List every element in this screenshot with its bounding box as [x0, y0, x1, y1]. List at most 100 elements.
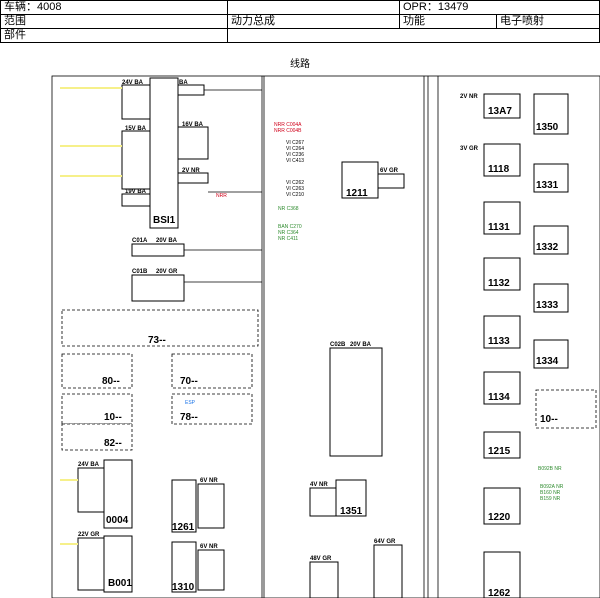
module-82-box	[61, 423, 133, 451]
module-1310-box	[171, 541, 197, 593]
module-1350: 1350	[536, 122, 559, 133]
module-1131-box	[483, 201, 521, 235]
function-value: 电子喷射	[496, 14, 600, 29]
sig-nr-c364: NR C364	[278, 230, 299, 236]
module-1134: 1134	[488, 392, 510, 403]
module-73: 73--	[148, 335, 166, 346]
module-1220: 1220	[488, 512, 511, 523]
conn-64vgr: 64V GR	[374, 539, 396, 545]
module-1310: 1310	[172, 582, 195, 593]
conn-19vba: 19V BA	[125, 189, 147, 195]
conn-15vba: 15V BA	[125, 126, 147, 132]
module-1261-box	[171, 479, 197, 533]
module-70: 70--	[180, 376, 198, 387]
conn-c20vgr: 20V GR	[156, 269, 178, 275]
sig-nr-c411: NR C411	[278, 236, 298, 242]
module-73-box	[61, 309, 259, 347]
sig-b160-nr: B160 NR	[540, 490, 561, 496]
module-1332: 1332	[536, 242, 559, 253]
header-table: 车辆：4008 OPR：13479 范围 动力总成 功能 电子喷射 部件	[0, 0, 600, 43]
sig-b092a-nr: B092A NR	[540, 484, 564, 490]
conn-24vba2-box	[77, 467, 105, 513]
conn-6vgr: 6V GR	[380, 168, 399, 174]
conn-4vnr: 4V NR	[310, 482, 328, 488]
module-0004: 0004	[106, 515, 129, 526]
conn-16vba-box	[177, 126, 209, 160]
sig-vi-c236: VI C236	[286, 152, 304, 158]
parts-value	[227, 28, 600, 43]
conn-22vgr-box	[77, 537, 105, 591]
conn-c02b-box	[329, 347, 383, 457]
header-spacer	[227, 0, 400, 15]
module-13a7: 13A7	[488, 106, 512, 117]
scope-value: 动力总成	[227, 14, 400, 29]
conn-3vgr-1: 3V GR	[460, 146, 479, 152]
sig-nrr-c004a: NRR C004A	[274, 122, 302, 128]
frame	[51, 75, 600, 598]
conn-c02b: C02B	[330, 342, 346, 348]
sig-vi-c262: VI C262	[286, 180, 304, 186]
conn-c01b-box	[131, 274, 185, 302]
conn-24vba: 24V BA	[122, 80, 144, 86]
sig-vi-c267: VI C267	[286, 140, 304, 146]
conn-2vba: 2V BA	[170, 80, 188, 86]
module-1351-box	[335, 479, 367, 517]
module-1262: 1262	[488, 588, 511, 598]
module-1351: 1351	[340, 506, 363, 517]
opr-label: OPR：13479	[399, 0, 600, 15]
conn-22vgr: 22V GR	[78, 532, 100, 538]
c01-group: C01A 20V BA C01B 20V GR	[131, 238, 262, 302]
conn-c20vba: 20V BA	[156, 238, 178, 244]
vehicle-label: 车辆：4008	[0, 0, 228, 15]
conn-6vnr-box	[197, 483, 225, 529]
conn-24vba2: 24V BA	[78, 462, 100, 468]
module-10: 10--	[104, 412, 122, 423]
module-1350-box	[533, 93, 569, 135]
sig-nr-c368: NR C368	[278, 206, 299, 212]
right-col-modules: 13A7 2V NR 1118 3V GR 1131 1132 1133 113…	[460, 93, 597, 598]
module-1215-box	[483, 431, 521, 459]
conn-6vnr2-box	[197, 549, 225, 591]
module-1133: 1133	[488, 336, 510, 347]
scope-label: 范围	[0, 14, 228, 29]
module-10r-box	[535, 389, 597, 429]
sig-vi-c264: VI C264	[286, 146, 304, 152]
module-1332-box	[533, 225, 569, 255]
module-78-box	[171, 393, 253, 425]
signal-nrr: NRR	[216, 193, 227, 199]
conn-6vnr2: 6V NR	[200, 544, 218, 550]
bsi1-body	[149, 77, 179, 229]
module-1334-box	[533, 339, 569, 369]
conn-2vnr-r: 2V NR	[460, 94, 478, 100]
module-1261: 1261	[172, 522, 195, 533]
module-70-box	[171, 353, 253, 389]
conn-15vba-box	[121, 130, 151, 190]
module-1134-box	[483, 371, 521, 405]
sig-vi-c413: VI C413	[286, 158, 304, 164]
signal-labels: NRR C004A NRR C004B VI C267 VI C264 VI C…	[274, 122, 304, 242]
conn-64vgr-box	[373, 544, 403, 598]
module-bsi1: BSI1	[153, 215, 176, 226]
module-b001: B001	[108, 578, 132, 589]
module-1220-box	[483, 487, 521, 525]
conn-c01a-box	[131, 243, 185, 257]
conn-48vgr: 48V GR	[310, 556, 332, 562]
wiring-diagram: .w{stroke:#000;stroke-width:0.8;fill:non…	[51, 75, 600, 598]
esp-label: ESP	[185, 400, 196, 406]
module-1331-box	[533, 163, 569, 193]
module-1333-box	[533, 283, 569, 313]
sig-nrr-c004b: NRR C004B	[274, 128, 302, 134]
module-82: 82--	[104, 438, 122, 449]
sig-b092b-nr: B092B NR	[538, 466, 562, 472]
conn-6vnr: 6V NR	[200, 478, 218, 484]
module-1131: 1131	[488, 222, 510, 233]
conn-24vba-box	[121, 84, 151, 120]
conn-c02b-spec: 20V BA	[350, 342, 372, 348]
conn-48vgr-box	[309, 561, 339, 598]
module-1211: 1211	[346, 188, 368, 199]
bsi1-group: 24V BA 2V BA 15V BA 16V BA 2V NR 19V BA …	[60, 77, 262, 229]
conn-16vba: 16V BA	[182, 122, 204, 128]
module-80: 80--	[102, 376, 120, 387]
conn-c01b: C01B	[132, 269, 148, 275]
sig-vi-c210: VI C210	[286, 192, 304, 198]
